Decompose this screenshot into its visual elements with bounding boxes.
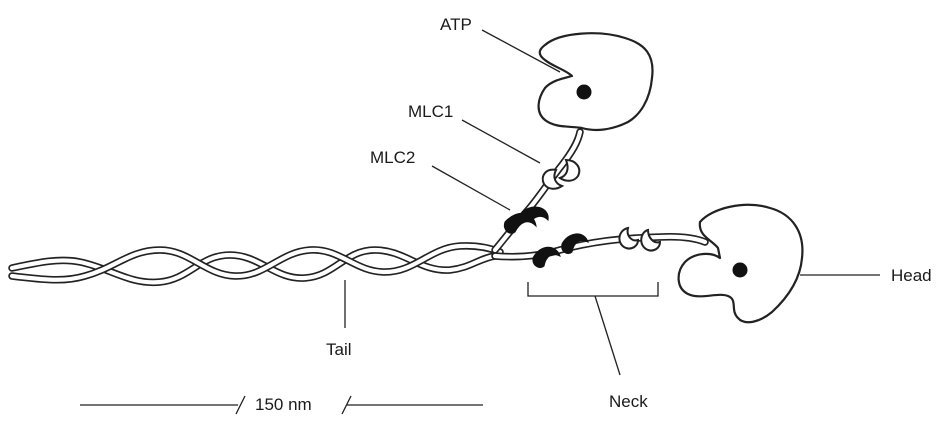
upper-head: [539, 33, 653, 130]
atp-label: ATP: [440, 15, 472, 34]
myosin-tail: [12, 246, 500, 283]
lower-neck: [495, 237, 705, 257]
lower-head: [679, 205, 803, 322]
mlc2-leader: [432, 166, 510, 210]
atp-binding-site: [577, 85, 592, 100]
scale-label: 150 nm: [255, 395, 312, 414]
head-label: Head: [891, 266, 932, 285]
mlc1-label: MLC1: [408, 102, 453, 121]
mlc2-label: MLC2: [370, 148, 415, 167]
mlc1-leader: [462, 120, 540, 163]
mlc2-upper: [504, 207, 548, 233]
atp-binding-site-2: [733, 263, 748, 278]
neck-bracket: [528, 282, 658, 375]
neck-label: Neck: [609, 392, 648, 411]
tail-label: Tail: [326, 340, 352, 359]
